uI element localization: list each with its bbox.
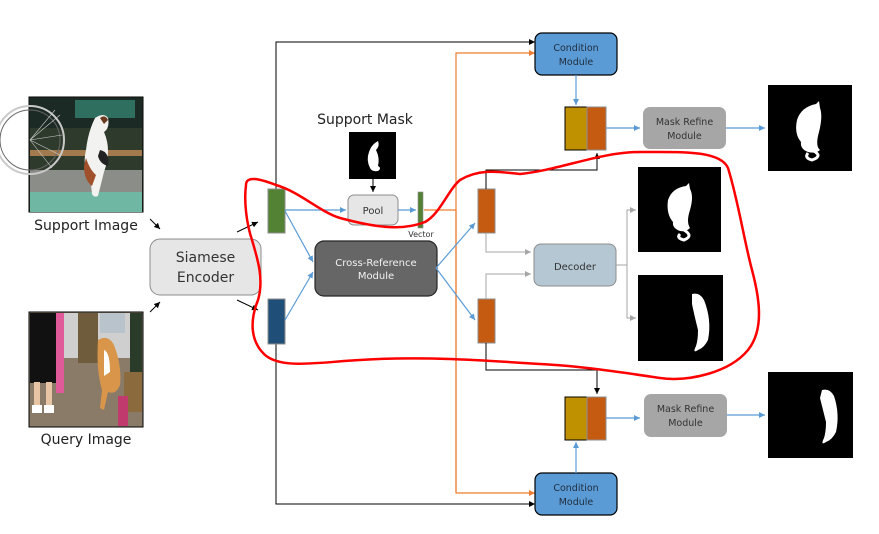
query-feature-map [267,298,286,345]
query-image [28,311,144,428]
query-reference-to-decoder-line [485,271,531,299]
reference-feature-bottom [586,396,607,441]
siamese-encoder-label-line1: Siamese [176,250,236,266]
support-feature-to-cross-ref-arrow [284,210,314,263]
decoder-to-query-mask-line [626,265,636,321]
condition-module-bottom: Condition Module [534,472,618,516]
cross-reference-label-line2: Module [358,271,394,282]
vector-to-condition-bottom-line [455,210,535,496]
mask-refine-module-bottom: Mask Refine Module [644,394,727,437]
support-mask-image [349,132,396,179]
decoder-module: Decoder [533,243,617,287]
highlight-outline [244,150,761,381]
support-to-encoder-arrow [149,218,161,230]
condition-top-label-line1: Condition [553,43,598,54]
reference-feature-top [586,106,607,151]
mask-refine-top-label-line1: Mask Refine [656,117,714,128]
condition-feature-top [564,106,588,151]
decoder-label: Decoder [554,262,597,273]
support-reference-feature [477,188,496,234]
support-vector [417,191,424,229]
siamese-encoder: Siamese Encoder [149,238,262,296]
support-feature-to-condition-top-line [275,39,535,189]
query-reference-feature [477,298,496,344]
siamese-encoder-label-line2: Encoder [177,270,234,286]
decoder-to-support-mask-line [616,207,636,266]
decoded-query-mask [638,275,723,361]
cross-ref-to-ref-feature-bottom-arrow [435,267,476,321]
vector-label: Vector [408,230,434,239]
query-reference-to-concat-bottom-line [485,343,600,394]
condition-bottom-label-line2: Module [559,497,594,508]
pool-module: Pool [347,194,399,226]
cross-ref-to-ref-feature-top-arrow [435,222,476,269]
query-to-encoder-arrow [149,301,161,313]
decoded-support-mask [638,167,721,252]
refined-query-mask [768,372,853,458]
query-image-label: Query Image [41,432,132,448]
support-reference-to-decoder-line [485,233,531,255]
refined-support-mask [768,85,852,171]
condition-feature-bottom [564,396,588,441]
support-mask-label: Support Mask [317,112,414,128]
support-image-label: Support Image [34,218,138,234]
vector-to-condition-top-line [455,50,535,492]
condition-top-label-line2: Module [559,57,594,68]
cross-reference-label-line1: Cross-Reference [335,258,416,269]
pool-label: Pool [363,206,384,217]
mask-refine-bottom-label-line1: Mask Refine [657,404,715,415]
condition-module-top: Condition Module [534,32,618,76]
mask-refine-module-top: Mask Refine Module [643,107,726,149]
support-feature-map [267,188,286,234]
mask-refine-bottom-label-line2: Module [668,418,703,429]
condition-bottom-label-line1: Condition [553,483,598,494]
mask-refine-top-label-line2: Module [667,131,702,142]
cross-reference-module: Cross-Reference Module [314,240,438,297]
support-image [0,96,144,213]
query-feature-to-cross-ref-arrow [284,271,314,321]
query-feature-to-condition-bottom-line [275,344,535,507]
